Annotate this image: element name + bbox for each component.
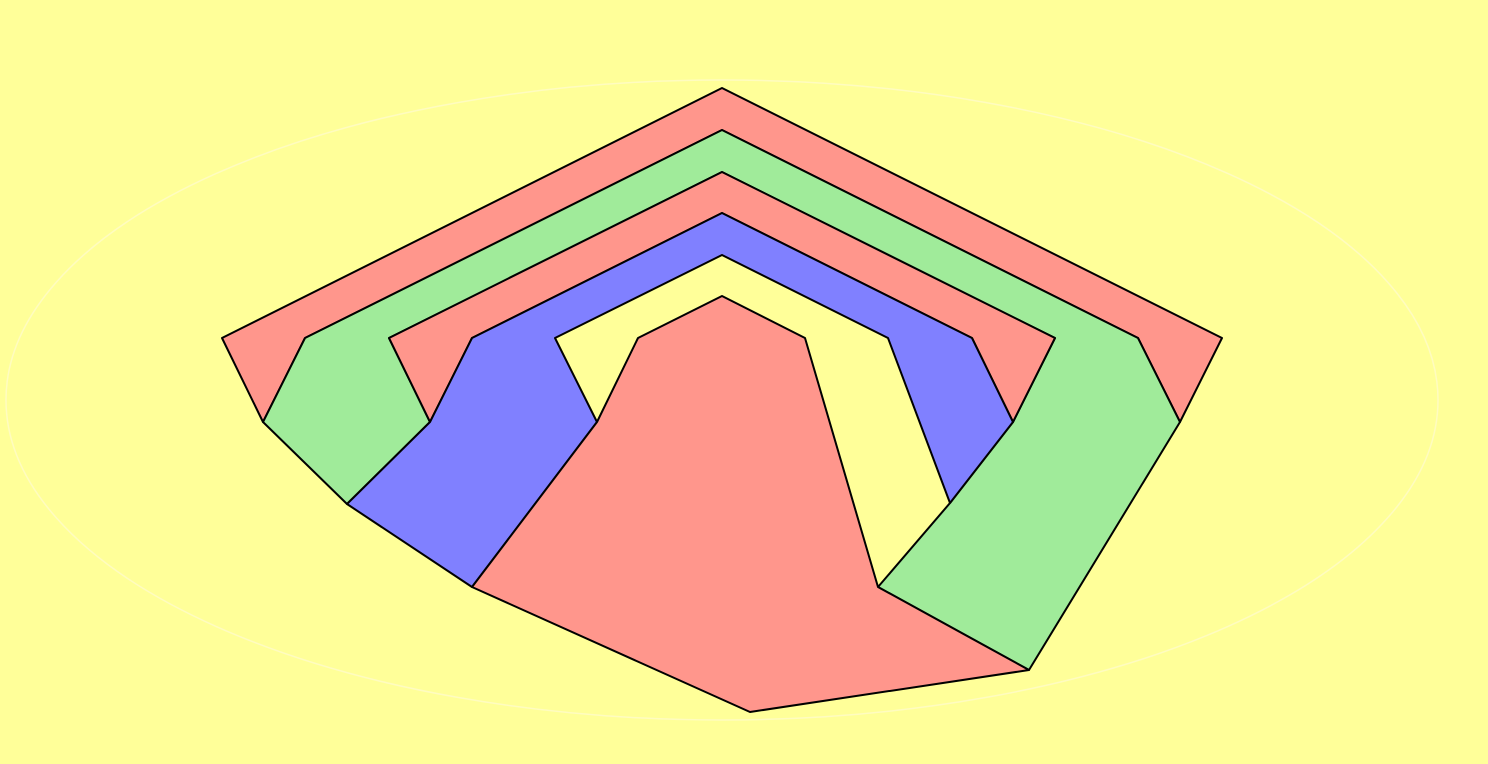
- center-region: [471, 295, 1030, 713]
- guide-ellipse: [5, 79, 1439, 721]
